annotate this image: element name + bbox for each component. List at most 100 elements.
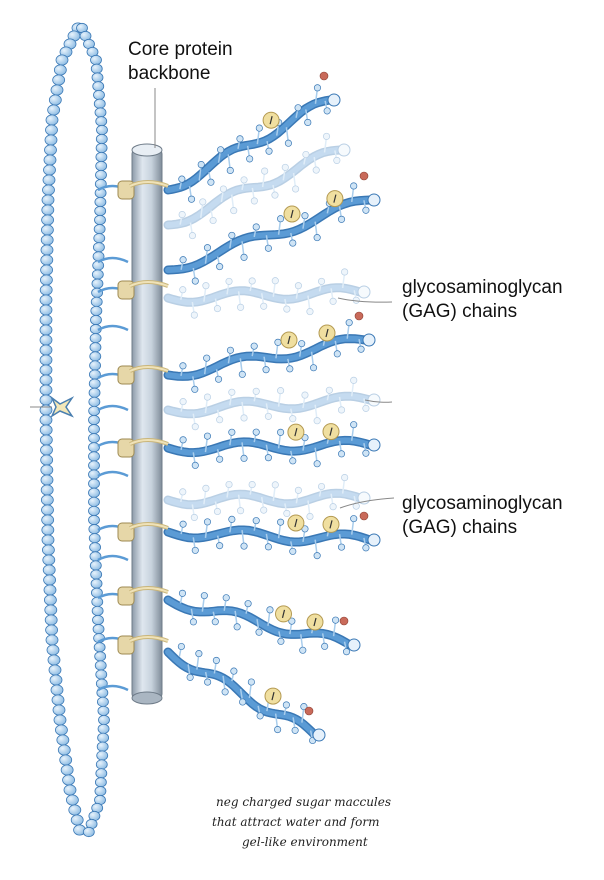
- side-bead: [188, 232, 197, 240]
- side-bead: [283, 305, 291, 313]
- side-bead: [256, 712, 264, 720]
- side-bead: [225, 277, 233, 285]
- side-stalk: [334, 150, 338, 161]
- side-bead: [333, 156, 341, 164]
- core-label-line2: backbone: [128, 63, 211, 84]
- side-bead: [329, 297, 337, 305]
- side-stalk: [191, 301, 196, 316]
- chain-outline: [163, 145, 345, 230]
- side-bead: [260, 506, 268, 514]
- side-bead: [341, 268, 349, 276]
- side-bead: [240, 542, 248, 550]
- sulfate-tip: [359, 511, 369, 521]
- link-protein-clamp: [117, 365, 169, 385]
- side-bead: [203, 393, 212, 401]
- side-bead: [286, 365, 294, 373]
- clamp-band-highlight: [129, 587, 169, 593]
- sulfate-tip: [339, 616, 349, 626]
- side-stalk: [249, 280, 253, 292]
- loop-inner-strand: [76, 22, 110, 838]
- terminal-bead: [327, 93, 341, 107]
- side-stalk: [303, 154, 307, 165]
- chain-body: [165, 437, 373, 456]
- side-bead: [277, 387, 285, 395]
- side-bead: [204, 678, 212, 686]
- side-stalk: [292, 172, 297, 190]
- side-bead: [265, 147, 273, 155]
- side-bead: [250, 197, 258, 205]
- clamp-band-highlight: [129, 181, 169, 187]
- charge-mark: [269, 116, 273, 125]
- side-bead: [289, 457, 297, 465]
- side-stalk: [318, 281, 323, 292]
- side-stalk: [241, 179, 245, 191]
- side-stalk: [318, 486, 323, 497]
- side-bead: [284, 139, 292, 147]
- side-bead: [300, 703, 308, 711]
- side-bead: [323, 107, 331, 115]
- side-bead: [250, 342, 258, 350]
- side-stalk: [189, 222, 194, 236]
- side-bead: [252, 223, 260, 231]
- side-bead: [230, 667, 238, 675]
- side-bead: [299, 646, 307, 654]
- note-line3: gel-like environment: [242, 835, 368, 849]
- side-stalk: [272, 484, 277, 501]
- side-bead: [213, 305, 222, 313]
- gag-chain: [163, 511, 381, 560]
- chain-body: [165, 527, 373, 545]
- side-bead: [212, 656, 220, 664]
- side-bead: [189, 618, 197, 626]
- side-bead: [260, 302, 268, 310]
- side-bead: [317, 277, 326, 285]
- side-stalk: [338, 396, 343, 411]
- side-bead: [282, 701, 290, 709]
- side-bead: [294, 104, 302, 112]
- charge-mark: [290, 209, 294, 219]
- side-bead: [333, 350, 341, 358]
- side-bead: [191, 461, 199, 469]
- side-bead: [228, 231, 236, 239]
- side-bead: [203, 432, 212, 440]
- side-bead: [289, 547, 297, 555]
- side-stalk: [290, 408, 294, 419]
- side-bead: [239, 698, 247, 706]
- side-stalk: [341, 271, 346, 289]
- side-bead: [237, 507, 245, 515]
- side-bead: [362, 544, 370, 552]
- charge-mark: [294, 427, 298, 437]
- side-bead: [246, 155, 254, 163]
- side-bead: [240, 454, 248, 462]
- side-bead: [313, 234, 321, 242]
- side-bead: [362, 449, 370, 457]
- side-bead: [301, 391, 309, 399]
- side-bead: [179, 398, 187, 406]
- chain-body: [165, 147, 343, 228]
- side-stalk: [230, 194, 235, 211]
- side-bead: [221, 688, 229, 696]
- loop-outer-strand: [39, 22, 86, 836]
- side-bead: [362, 404, 370, 412]
- side-bead: [294, 282, 302, 290]
- side-bead: [178, 211, 186, 219]
- side-bead: [341, 474, 349, 482]
- charge-mark: [313, 617, 317, 627]
- handwritten-note: neg charged sugar maccules that attract …: [212, 792, 391, 852]
- side-bead: [322, 132, 331, 140]
- gag-chain: [163, 311, 376, 393]
- side-bead: [179, 436, 187, 444]
- link-protein-clamp: [117, 438, 169, 458]
- side-stalk: [229, 392, 233, 406]
- side-bead: [191, 546, 199, 554]
- link-proteins: [117, 180, 169, 655]
- side-bead: [274, 726, 282, 734]
- core-label-line1: Core protein: [128, 39, 233, 60]
- charge-mark: [329, 520, 333, 529]
- side-bead: [248, 481, 256, 489]
- side-stalk: [200, 201, 204, 218]
- side-bead: [288, 617, 296, 625]
- sulfate-tip: [354, 311, 364, 321]
- side-bead: [200, 592, 208, 600]
- side-bead: [252, 517, 260, 525]
